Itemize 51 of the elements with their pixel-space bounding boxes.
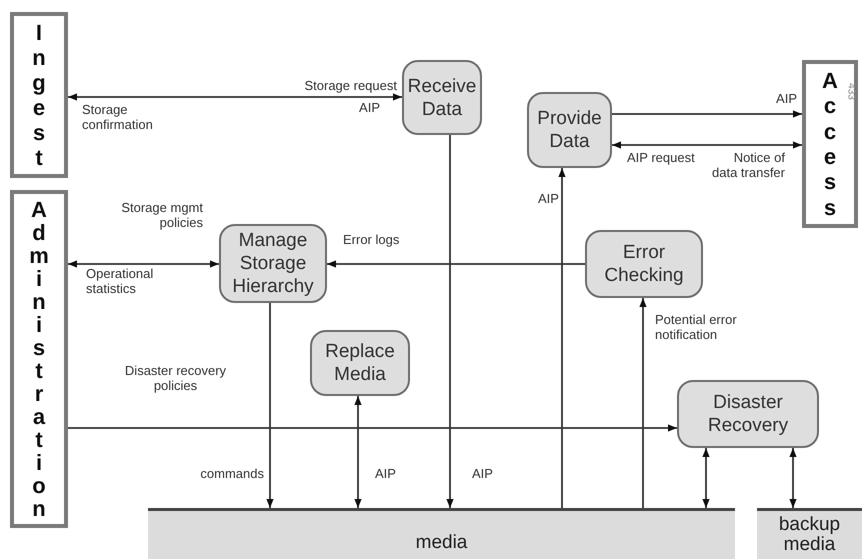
edge-label: Potential error notification	[655, 312, 738, 342]
entity-box	[10, 190, 68, 528]
arrow	[702, 448, 710, 508]
entity-box	[802, 60, 858, 228]
flow-label: Operational statistics	[86, 266, 154, 296]
arrow	[639, 298, 647, 508]
edge-label: AIP	[538, 191, 560, 206]
process-label: Receive Data	[406, 74, 478, 120]
arrow	[612, 110, 802, 118]
storage-band	[148, 508, 735, 559]
entity-label: Administration	[29, 198, 49, 520]
arrow	[558, 168, 566, 508]
process-box	[585, 230, 703, 298]
process-box	[310, 330, 410, 396]
entity-box	[10, 12, 68, 178]
edge-label: commands	[199, 466, 264, 481]
storage-band	[757, 508, 862, 559]
edge-label: Storage request	[303, 78, 397, 93]
edge-label: AIP	[472, 466, 494, 481]
arrow	[446, 135, 454, 508]
arrow	[266, 303, 274, 508]
arrow	[68, 260, 219, 268]
process-box	[677, 380, 819, 448]
edge-label: Storage mgmt policies	[120, 200, 203, 230]
process-box	[527, 92, 612, 168]
edge-label: AIP	[375, 466, 397, 481]
edge-label: AIP	[775, 91, 797, 106]
arrow	[327, 260, 585, 268]
process-label: Error Checking	[603, 241, 685, 287]
entity-label: Ingest	[32, 20, 46, 170]
flow-label: Storage confirmation	[82, 102, 154, 132]
process-label: Replace Media	[324, 340, 396, 386]
arrow	[789, 448, 797, 508]
flow-label: Notice of data transfer	[711, 150, 785, 180]
process-label: Provide Data	[536, 107, 603, 153]
arrow	[68, 93, 402, 101]
process-label: Manage Storage Hierarchy	[231, 229, 315, 298]
arrow	[68, 424, 677, 432]
edge-label: Error logs	[343, 232, 400, 247]
arrow	[612, 141, 802, 149]
arrow	[354, 396, 362, 508]
flow-label: AIP	[358, 100, 380, 115]
figure-number: 433	[844, 82, 858, 102]
edge-label: AIP request	[627, 150, 696, 165]
process-label: Disaster Recovery	[706, 391, 790, 437]
process-box	[219, 224, 327, 303]
edge-label: Disaster recovery policies	[124, 363, 228, 393]
storage-label: media	[416, 533, 468, 553]
process-box	[402, 60, 482, 135]
entity-label: Access	[822, 68, 838, 220]
storage-label: backup media	[778, 515, 842, 555]
